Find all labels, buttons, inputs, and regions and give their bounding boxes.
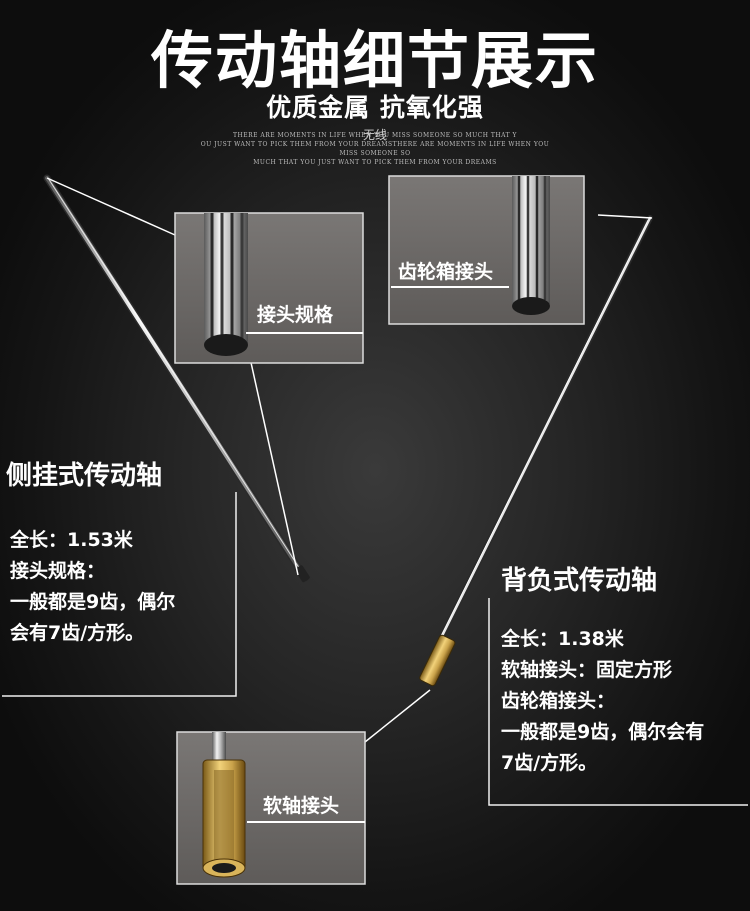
backpack-title: 背负式传动轴	[501, 566, 658, 596]
spec-frames	[2, 492, 748, 806]
backpack-shaft	[419, 215, 653, 687]
spec-line: 会有7齿/方形。	[10, 622, 145, 644]
backpack-specs: 全长：1.38米 软轴接头：固定方形 齿轮箱接头： 一般都是9齿，偶尔会有 7齿…	[501, 624, 704, 779]
callout-lines	[46, 177, 653, 743]
spec-line: 接头规格：	[10, 560, 106, 582]
spec-line: 一般都是9齿，偶尔会有	[501, 721, 705, 743]
tagline-line: MUCH THAT YOU JUST WANT TO PICK THEM FRO…	[253, 159, 497, 166]
gearbox-connector-underline	[391, 286, 509, 288]
gearbox-connector-photo	[388, 175, 585, 325]
flexible-shaft-connector-label: 软轴接头	[263, 795, 340, 817]
page-subtitle: 优质金属 抗氧化强	[266, 93, 484, 122]
spec-line: 全长：1.53米	[10, 529, 133, 551]
page-title: 传动轴细节展示	[150, 24, 599, 97]
side-mounted-shaft	[43, 174, 310, 583]
spec-line: 全长：1.38米	[501, 628, 624, 650]
tagline-line: THERE ARE MOMENTS IN LIFE WHEN YOU MISS …	[232, 132, 518, 139]
spec-line: 齿轮箱接头：	[501, 690, 616, 712]
flexible-shaft-connector-photo	[176, 731, 366, 885]
side-mounted-title: 侧挂式传动轴	[6, 461, 163, 491]
tagline-line: OU JUST WANT TO PICK THEM FROM YOUR DREA…	[200, 141, 550, 157]
tagline-text: THERE ARE MOMENTS IN LIFE WHEN YOU MISS …	[200, 131, 550, 167]
spec-line: 7齿/方形。	[501, 752, 598, 774]
connector-spec-photo	[174, 212, 364, 364]
tagline-mark: 无线	[362, 128, 387, 142]
spec-line: 一般都是9齿，偶尔	[10, 591, 176, 613]
gearbox-connector-label: 齿轮箱接头	[398, 261, 494, 283]
spec-line: 软轴接头：固定方形	[501, 659, 673, 681]
flexible-shaft-connector-underline	[247, 821, 365, 823]
connector-spec-label: 接头规格	[257, 304, 334, 326]
side-mounted-specs: 全长：1.53米 接头规格： 一般都是9齿，偶尔 会有7齿/方形。	[10, 525, 175, 649]
connector-spec-underline	[246, 332, 363, 334]
